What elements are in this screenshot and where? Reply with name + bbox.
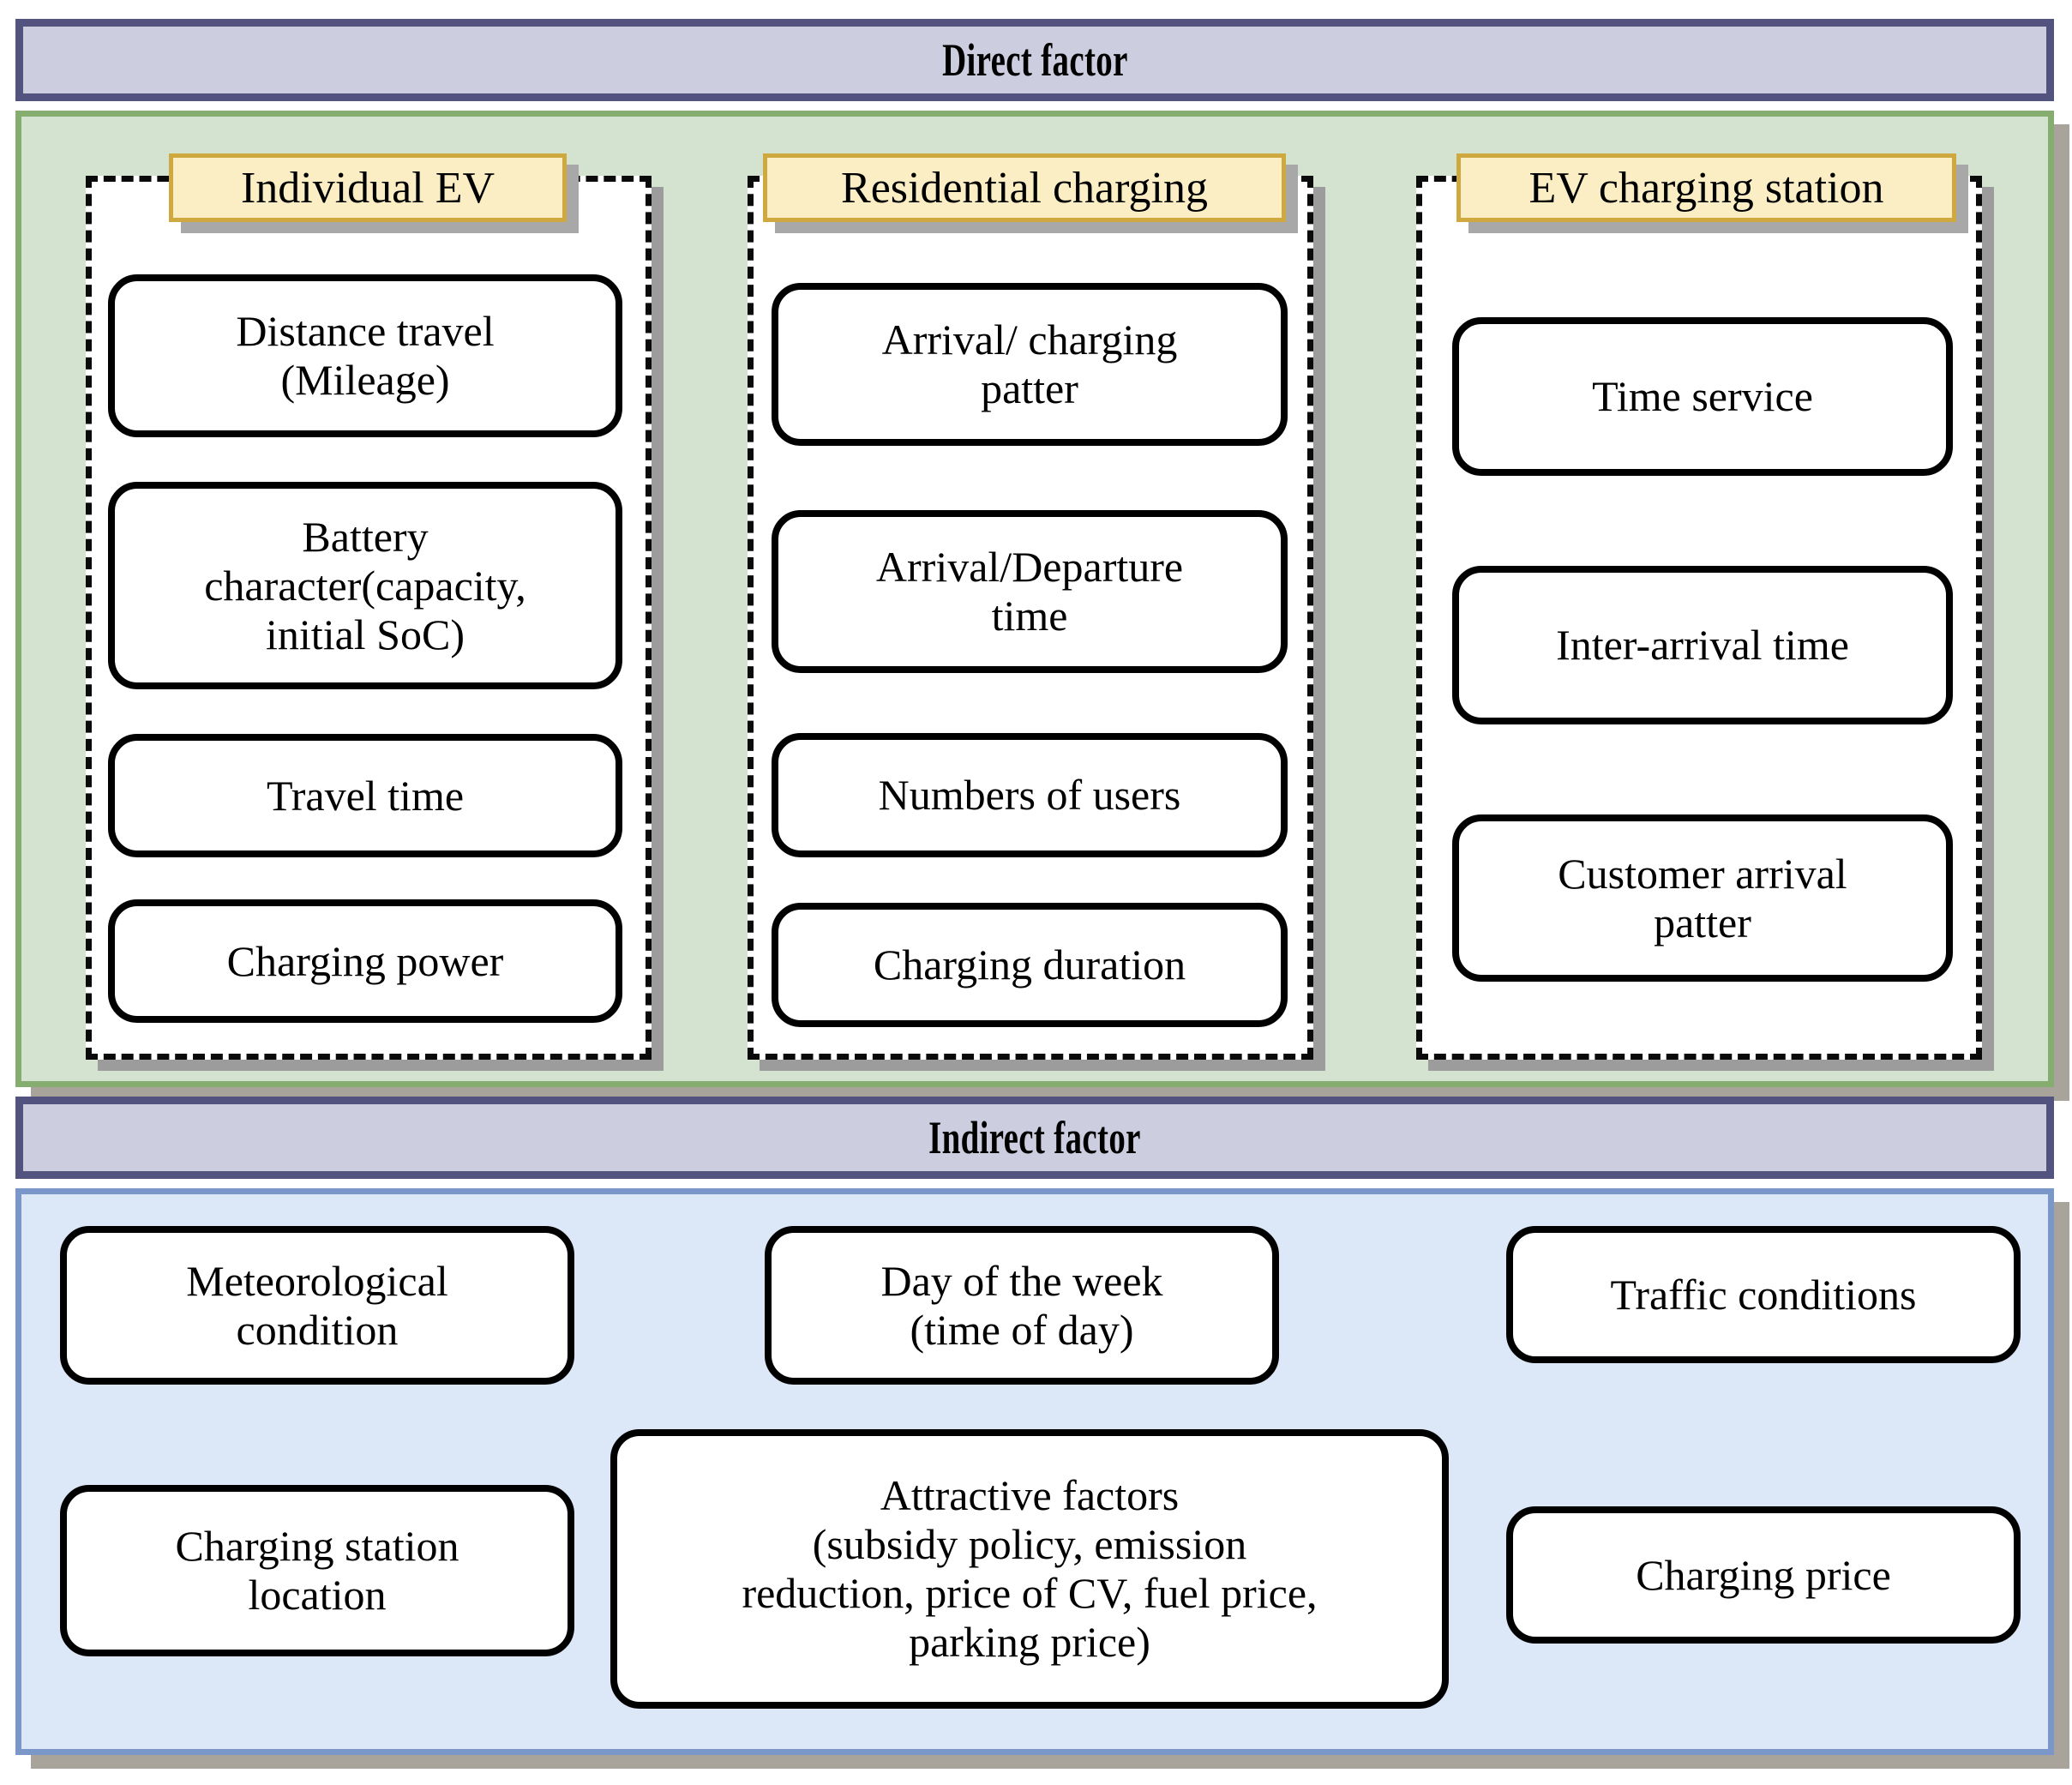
item-charging-price-label: Charging price (1636, 1550, 1891, 1599)
item-arrival-charging-patter-label: Arrival/ charging patter (881, 316, 1178, 412)
item-charging-station-location-label: Charging station location (175, 1522, 459, 1619)
item-numbers-of-users-label: Numbers of users (878, 771, 1181, 819)
item-inter-arrival-time: Inter-arrival time (1452, 566, 1953, 724)
item-time-service: Time service (1452, 317, 1953, 476)
item-charging-power-label: Charging power (226, 936, 504, 985)
item-arrival-charging-patter: Arrival/ charging patter (772, 283, 1288, 446)
item-meteorological-condition-label: Meteorological condition (186, 1256, 448, 1354)
item-day-of-the-week: Day of the week (time of day) (765, 1226, 1279, 1385)
item-customer-arrival-patter-label: Customer arrival patter (1558, 849, 1847, 947)
indirect-factor-title: Indirect factor (928, 1112, 1141, 1163)
item-meteorological-condition: Meteorological condition (60, 1226, 574, 1385)
group-title-individual-ev: Individual EV (169, 153, 567, 222)
item-numbers-of-users: Numbers of users (772, 733, 1288, 857)
item-inter-arrival-time-label: Inter-arrival time (1556, 621, 1849, 669)
item-charging-station-location: Charging station location (60, 1485, 574, 1656)
item-charging-price: Charging price (1506, 1506, 2021, 1644)
group-title-ev-charging-station-label: EV charging station (1528, 163, 1884, 213)
item-attractive-factors: Attractive factors (subsidy policy, emis… (610, 1429, 1449, 1709)
item-travel-time-label: Travel time (266, 771, 465, 820)
indirect-factor-title-bar: Indirect factor (15, 1097, 2054, 1179)
item-arrival-departure-time-label: Arrival/Departure time (875, 543, 1184, 640)
item-traffic-conditions-label: Traffic conditions (1610, 1270, 1917, 1319)
direct-factor-title-bar: Direct factor (15, 19, 2054, 101)
group-title-residential-charging-label: Residential charging (841, 163, 1208, 213)
item-time-service-label: Time service (1592, 372, 1813, 420)
item-customer-arrival-patter: Customer arrival patter (1452, 814, 1953, 982)
item-distance-travel: Distance travel (Mileage) (108, 274, 622, 437)
item-distance-travel-label: Distance travel (Mileage) (236, 307, 495, 404)
item-charging-duration: Charging duration (772, 903, 1288, 1027)
item-attractive-factors-label: Attractive factors (subsidy policy, emis… (742, 1471, 1318, 1666)
item-battery-character: Battery character(capacity, initial SoC) (108, 482, 622, 689)
item-charging-power: Charging power (108, 899, 622, 1023)
group-title-ev-charging-station: EV charging station (1456, 153, 1956, 222)
item-battery-character-label: Battery character(capacity, initial SoC) (204, 512, 526, 658)
item-travel-time: Travel time (108, 734, 622, 857)
item-charging-duration-label: Charging duration (873, 941, 1186, 989)
group-title-individual-ev-label: Individual EV (240, 163, 495, 213)
direct-factor-title: Direct factor (941, 34, 1128, 86)
item-traffic-conditions: Traffic conditions (1506, 1226, 2021, 1363)
item-arrival-departure-time: Arrival/Departure time (772, 510, 1288, 673)
group-title-residential-charging: Residential charging (763, 153, 1286, 222)
item-day-of-the-week-label: Day of the week (time of day) (880, 1256, 1163, 1354)
